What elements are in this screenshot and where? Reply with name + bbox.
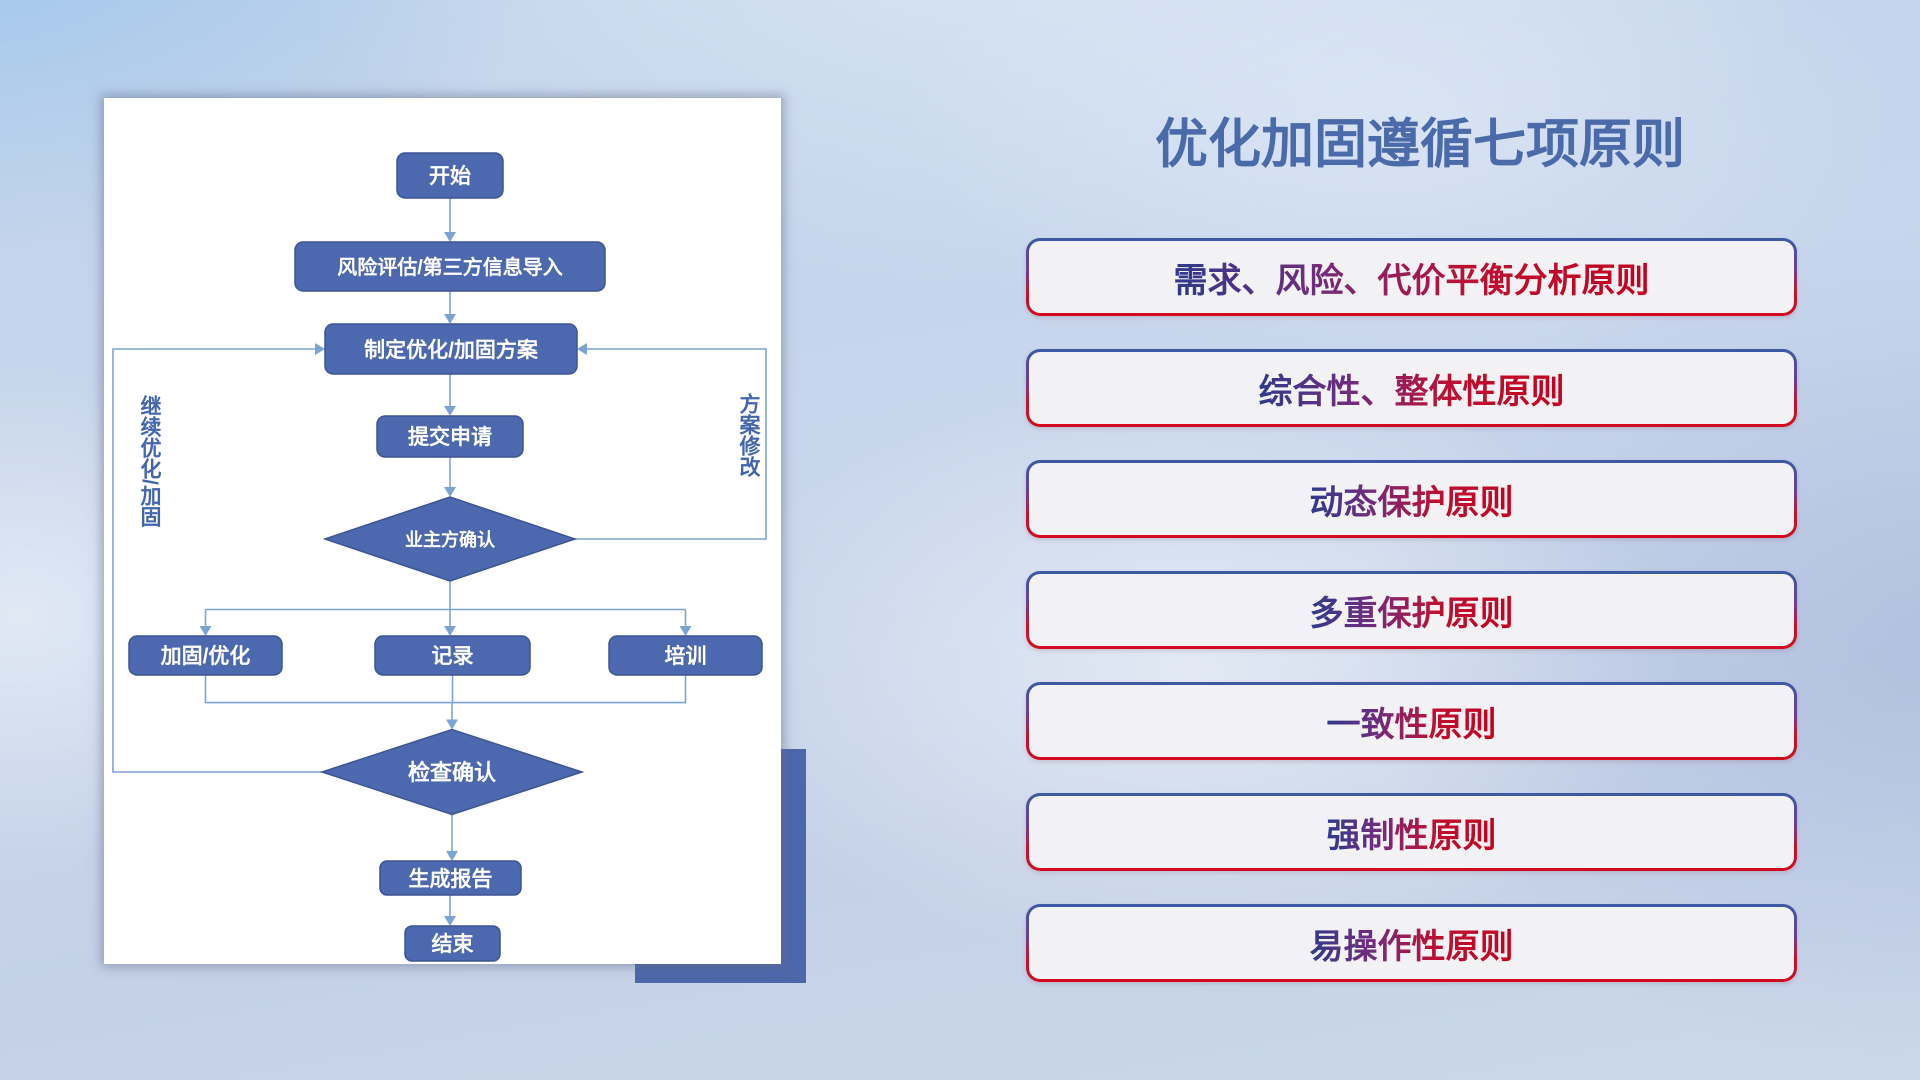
- svg-text:记录: 记录: [432, 645, 474, 668]
- svg-text:加固/优化: 加固/优化: [160, 644, 251, 668]
- svg-text:制定优化/加固方案: 制定优化/加固方案: [364, 338, 539, 362]
- svg-text:风险评估/第三方信息导入: 风险评估/第三方信息导入: [337, 255, 563, 279]
- svg-text:检查确认: 检查确认: [408, 760, 496, 785]
- svg-text:提交申请: 提交申请: [408, 425, 492, 449]
- svg-text:业主方确认: 业主方确认: [405, 529, 496, 550]
- svg-text:生成报告: 生成报告: [409, 867, 493, 891]
- svg-text:开始: 开始: [429, 164, 471, 188]
- svg-text:结束: 结束: [432, 932, 475, 956]
- svg-text:培训: 培训: [665, 644, 707, 668]
